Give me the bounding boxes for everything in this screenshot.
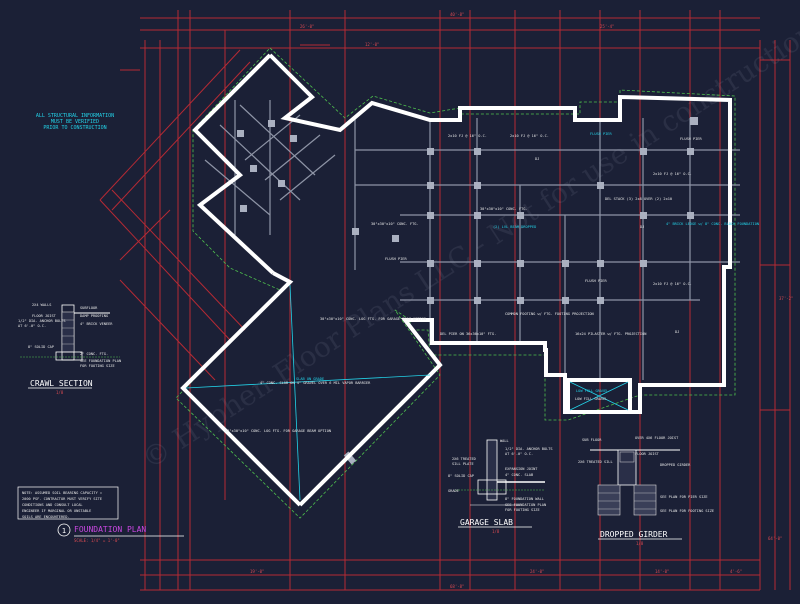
garage-note: 2X6 TREATED xyxy=(452,457,476,461)
dimension-label: 68'-8" xyxy=(450,584,464,589)
flush-pier-label: FLUSH PIER xyxy=(680,137,702,141)
lvl-beam-note: (2) LVL BEAM DROPPED xyxy=(493,225,536,229)
garage-note: 4" CONC. SLAB xyxy=(505,473,533,477)
gravel-label: LOW FILL GRAVEL xyxy=(575,397,607,401)
garage-note: WALL xyxy=(500,439,509,443)
dimension-label: 26'-0" xyxy=(300,24,314,29)
garage-note: FOR FOOTING SIZE xyxy=(505,508,540,512)
crawl-note: SUBFLOOR xyxy=(80,306,98,310)
del-pier-label: DEL PIER ON 36x36x10" FTG. xyxy=(440,332,496,336)
crawl-section-detail: 2X4 WALLS SUBFLOOR FLOOR JOIST DAMP PROO… xyxy=(18,303,121,395)
dropped-girder-detail: SUB FLOOR OVER 4X6 FLOOR JOIST 2X6 TREAT… xyxy=(578,436,714,546)
joist-label: 2x10 FJ @ 16" O.C. xyxy=(510,134,549,138)
garage-note: SEE FOUNDATION PLAN xyxy=(505,503,546,507)
brick-ledge-note: 4" BRICK LEDGE w/ 8" CONC. BLOCK FOUNDAT… xyxy=(666,222,759,226)
watermark: © Hyphen Floor Plans LLC - Not for use i… xyxy=(136,15,800,476)
joist-label: 2x10 FJ @ 16" O.C. xyxy=(653,172,692,176)
structural-note-line-2: MUST BE VERIFIED xyxy=(51,119,99,125)
piers xyxy=(237,117,698,465)
plan-title: FOUNDATION PLAN xyxy=(74,525,146,534)
crawl-note: 2X4 WALLS xyxy=(32,303,51,307)
garage-slab-scale: 1/8 xyxy=(492,529,500,534)
dj-label: DJ xyxy=(640,225,644,229)
garage-note: 1/2" DIA. ANCHOR BOLTS xyxy=(505,447,553,451)
slab-on-grade-note: SLAB ON GRADE xyxy=(296,377,324,381)
girder-note: SUB FLOOR xyxy=(582,438,602,442)
crawl-note: 2" CONC. FTG. xyxy=(80,352,108,356)
girder-note: DROPPED GIRDER xyxy=(660,463,691,467)
dropped-girder-title: DROPPED GIRDER xyxy=(600,530,668,539)
svg-text:© Hyphen Floor Plans LLC - Not: © Hyphen Floor Plans LLC - Not for use i… xyxy=(136,15,800,476)
garage-note: AT 6'-0" O.C. xyxy=(505,452,533,456)
plan-labels: 2x10 FJ @ 16" O.C. 2x10 FJ @ 16" O.C. 2x… xyxy=(225,134,702,433)
soil-note: NOTE: ASSUMED SOIL BEARING CAPACITY = 20… xyxy=(17,486,119,520)
dimension-label: 4'-6" xyxy=(730,569,742,574)
flush-pier-label: FLUSH PIER xyxy=(585,279,607,283)
flush-pier-label: FLUSH PIER xyxy=(385,257,407,261)
dimension-label: 24'-0" xyxy=(530,569,544,574)
dimension-label: 25'-4" xyxy=(600,24,614,29)
foundation-walls xyxy=(180,53,732,507)
garage-slab-markers xyxy=(185,284,629,501)
del-stack-label: DEL STACK (3) 2x8 OVER (2) 2x10 xyxy=(605,197,672,201)
cyan-labels: FLUSH PIER (2) LVL BEAM DROPPED 4" BRICK… xyxy=(296,132,759,393)
dj-label: DJ xyxy=(675,330,679,334)
structural-note-line-1: ALL STRUCTURAL INFORMATION xyxy=(36,113,114,119)
dimension-label: 14'-0" xyxy=(655,569,669,574)
girder-note: SEE PLAN FOR PIER SIZE xyxy=(660,495,708,499)
dimension-label: 12'-0" xyxy=(365,42,379,47)
plan-scale: SCALE: 1/4" = 1'-0" xyxy=(74,538,120,543)
girder-note: 2X6 TREATED SILL xyxy=(578,460,613,464)
dimension-label: 37'-2" xyxy=(779,296,793,301)
soil-note-line: NOTE: ASSUMED SOIL BEARING CAPACITY = xyxy=(22,491,103,495)
common-footing-label: COMMON FOOTING w/ FTG. FOOTING PROJECTIO… xyxy=(505,312,594,316)
detail-number: 1 xyxy=(62,527,66,535)
garage-note: SILL PLATE xyxy=(452,462,474,466)
structural-note: ALL STRUCTURAL INFORMATION MUST BE VERIF… xyxy=(36,113,114,131)
garage-note: EXPANSION JOINT xyxy=(505,467,538,471)
pilaster-label: 16x24 PILASTER w/ FTG. PROJECTION xyxy=(575,332,646,336)
joist-label: 2x10 FJ @ 16" O.C. xyxy=(653,282,692,286)
plan-title-block: 1 FOUNDATION PLAN SCALE: 1/4" = 1'-0" xyxy=(57,523,184,543)
garage-slab-detail: WALL 1/2" DIA. ANCHOR BOLTS AT 6'-0" O.C… xyxy=(448,439,553,534)
crawl-note: 8" SOLID CAP xyxy=(28,345,54,349)
garage-note: GRADE xyxy=(448,489,459,493)
gravel-note: LOW FILL GRAVEL xyxy=(576,389,608,393)
garage-note: 8" SOLID CAP xyxy=(448,474,474,478)
girder-note: FLOOR JOIST xyxy=(635,452,660,456)
garage-footing-label: 30"x30"x10" CONC. LOG FTG. FOR GARAGE BE… xyxy=(225,429,331,433)
dimension-label: 40'-8" xyxy=(450,12,464,17)
flush-pier-note: FLUSH PIER xyxy=(590,132,612,136)
footing-label: 30"x30"x10" CONC. FTG. xyxy=(371,222,419,226)
girder-note: OVER 4X6 FLOOR JOIST xyxy=(635,436,679,440)
structural-note-line-3: PRIOR TO CONSTRUCTION xyxy=(43,125,106,131)
slab-note-label: 4" CONC. SLAB ON 4" GRAVEL OVER 6 MIL VA… xyxy=(260,381,371,385)
dimension-label: 64'-0" xyxy=(768,536,782,541)
joist-label: 2x10 FJ @ 16" O.C. xyxy=(448,134,487,138)
soil-note-line: 2000 PSF. CONTRACTOR MUST VERIFY SITE xyxy=(22,497,102,501)
crawl-note: 4" BRICK VENEER xyxy=(80,322,113,326)
crawl-note: AT 6'-0" O.C. xyxy=(18,324,46,328)
dropped-girder-scale: 1/8 xyxy=(636,541,644,546)
crawl-section-title: CRAWL SECTION xyxy=(30,379,93,388)
dj-label: DJ xyxy=(535,157,539,161)
crawl-note: FLOOR JOIST xyxy=(32,314,57,318)
dimension-label: 19'-0" xyxy=(250,569,264,574)
garage-note: 8" FOUNDATION WALL xyxy=(505,497,544,501)
dimension-labels: 40'-8" 26'-0" 25'-4" 12'-0" 68'-8" 19'-0… xyxy=(250,12,793,589)
crawl-note: 1/2" DIA. ANCHOR BOLTS xyxy=(18,319,66,323)
crawl-note: DAMP PROOFING xyxy=(80,314,108,318)
soil-note-line: SOILS ARE ENCOUNTERED. xyxy=(22,515,70,519)
girder-note: SEE PLAN FOR FOOTING SIZE xyxy=(660,509,714,513)
garage-footing-label: 30"x30"x10" CONC. LOG FTG. FOR GARAGE BE… xyxy=(320,317,426,321)
crawl-note: SEE FOUNDATION PLAN xyxy=(80,359,121,363)
soil-note-line: ENGINEER IF MARGINAL OR UNSTABLE xyxy=(22,509,91,513)
footing-label: 30"x30"x10" CONC. FTG. xyxy=(480,207,528,211)
crawl-section-scale: 1/8 xyxy=(56,390,64,395)
garage-slab-title: GARAGE SLAB xyxy=(460,518,513,527)
soil-note-line: CONDITIONS AND CONSULT LOCAL xyxy=(22,503,83,507)
crawl-note: FOR FOOTING SIZE xyxy=(80,364,115,368)
